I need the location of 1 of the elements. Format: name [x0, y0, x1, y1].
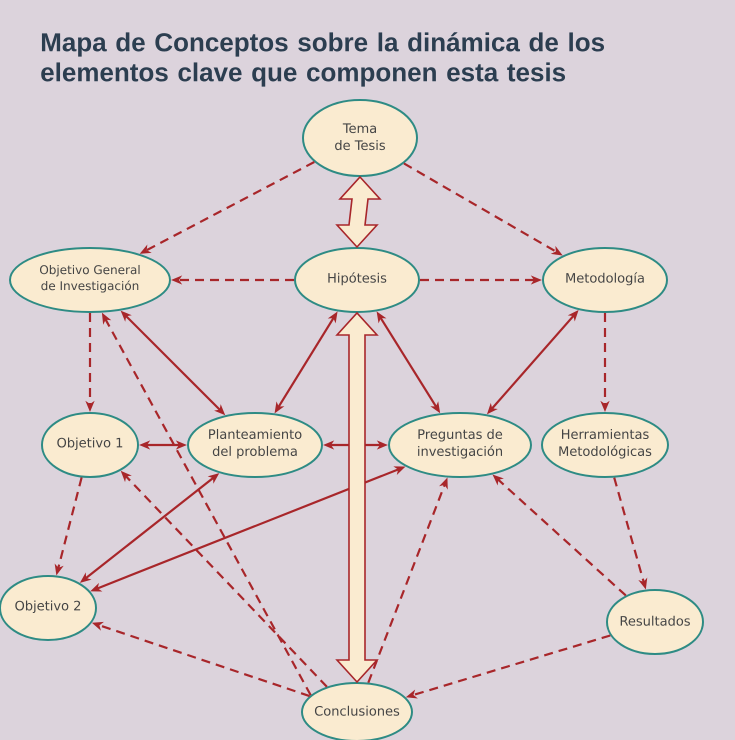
title: Mapa de Conceptos sobre la dinámica de los elementos clave que componen esta tesis	[41, 32, 604, 87]
